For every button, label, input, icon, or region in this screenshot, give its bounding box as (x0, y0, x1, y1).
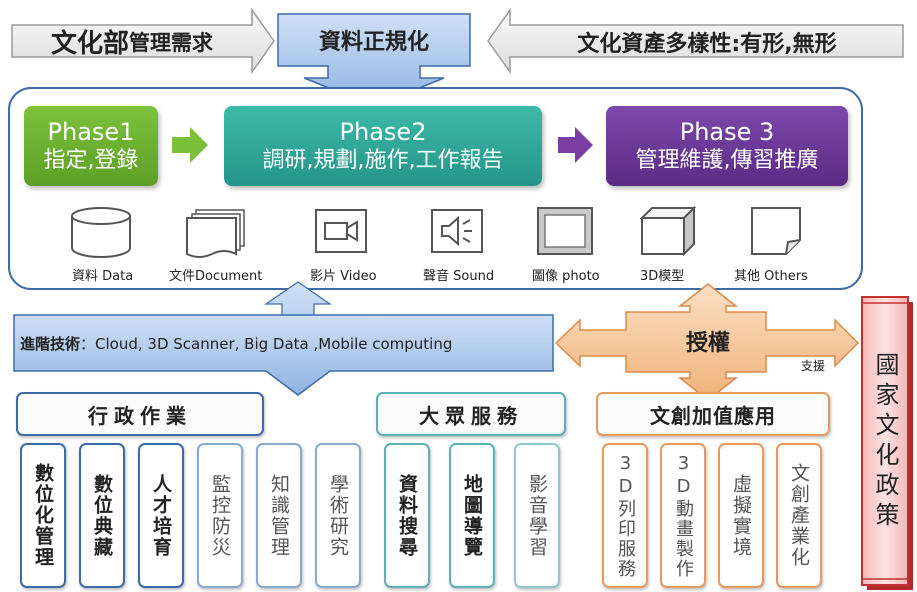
creative-value-header: 文創加值應用 (596, 392, 830, 436)
phase2-to-phase3-arrow (558, 127, 593, 163)
phase1-to-phase2-arrow (172, 127, 208, 163)
phase2-subtitle: 調研,規劃,施作,工作報告 (262, 148, 504, 173)
phase1-subtitle: 指定,登錄 (43, 148, 139, 173)
admin-item-knowledge: 知識管理 (256, 443, 302, 588)
admin-item-talent: 人才培育 (138, 443, 184, 588)
public-item-map-guide: 地圖導覽 (449, 443, 495, 588)
public-item-av-learning: 影音學習 (514, 443, 560, 588)
authorization-arrow (554, 283, 860, 401)
video-icon (315, 209, 367, 253)
public-service-header: 大眾服務 (376, 392, 566, 436)
advanced-tech-label: 進階技術 (20, 334, 81, 353)
advanced-tech-list: ：Cloud, 3D Scanner, Big Data ,Mobile com… (80, 334, 453, 353)
creative-item-label: 虛擬實境 (730, 473, 752, 558)
creative-item-3d-animation: 3D動畫製作 (660, 443, 706, 588)
media-label-others: 其他 Others (734, 269, 808, 284)
admin-item-label: 數位化管理 (32, 463, 54, 568)
admin-item-label: 數位典藏 (91, 473, 113, 558)
support-label: 支援 (800, 358, 825, 373)
phase3-title: Phase 3 (679, 118, 775, 146)
phase1-title: Phase1 (47, 118, 135, 146)
database-icon (71, 207, 131, 258)
creative-item-3d-print: 3D列印服務 (602, 443, 648, 588)
tech-bar (13, 314, 554, 396)
admin-item-digitization: 數位化管理 (20, 443, 66, 588)
speaker-icon (431, 209, 483, 253)
creative-item-vr: 虛擬實境 (718, 443, 764, 588)
policy-banner (861, 296, 909, 586)
left-top-arrow (11, 7, 275, 75)
phase3-box: Phase 3 管理維護,傳習推廣 (606, 106, 848, 186)
right-top-arrow (487, 7, 904, 75)
public-item-search: 資料搜尋 (384, 443, 430, 588)
document-icon (186, 209, 245, 258)
media-label-video: 影片 Video (310, 269, 377, 284)
media-label-sound: 聲音 Sound (423, 269, 495, 284)
media-label-3d-model: 3D模型 (640, 269, 685, 284)
heritage-diversity-label: 文化資產多樣性:有形,無形 (577, 31, 837, 57)
photo-icon (537, 207, 593, 255)
phase2-title: Phase2 (339, 118, 427, 146)
phase3-subtitle: 管理維護,傳習推廣 (635, 148, 819, 173)
admin-item-label: 知識管理 (268, 473, 290, 558)
creative-item-label: 3D動畫製作 (673, 452, 694, 579)
cube-icon (640, 206, 696, 256)
media-label-photo: 圖像 photo (532, 269, 600, 284)
advanced-tech-text: 進階技術 ：Cloud, 3D Scanner, Big Data ,Mobil… (20, 326, 452, 360)
authorization-label: 授權 (685, 331, 730, 356)
phase1-box: Phase1 指定,登錄 (24, 106, 158, 186)
admin-item-label: 學術研究 (327, 473, 349, 558)
creative-item-label: 文創產業化 (788, 463, 810, 568)
admin-item-label: 監控防災 (209, 473, 231, 558)
culture-ministry-label: 文化部 (50, 29, 129, 59)
media-label-data: 資料 Data (72, 269, 134, 284)
page-icon (751, 207, 801, 255)
creative-item-industry: 文創產業化 (776, 443, 822, 588)
public-item-label: 資料搜尋 (396, 473, 418, 558)
culture-ministry-needs: 文化部 管理需求 (14, 25, 250, 59)
admin-item-research: 學術研究 (315, 443, 361, 588)
public-item-label: 地圖導覽 (461, 473, 483, 558)
admin-item-digital-archive: 數位典藏 (79, 443, 125, 588)
public-item-label: 影音學習 (526, 473, 548, 558)
phase2-box: Phase2 調研,規劃,施作,工作報告 (224, 106, 542, 186)
media-label-document: 文件Document (169, 269, 263, 284)
admin-ops-header: 行政作業 (16, 392, 264, 436)
admin-item-monitoring: 監控防災 (197, 443, 243, 588)
data-normalization-label: 資料正規化 (318, 30, 429, 55)
management-needs-label: 管理需求 (129, 30, 213, 55)
creative-item-label: 3D列印服務 (615, 452, 636, 579)
admin-item-label: 人才培育 (150, 473, 172, 558)
national-culture-policy-label: 國家文化政策 (871, 352, 899, 532)
